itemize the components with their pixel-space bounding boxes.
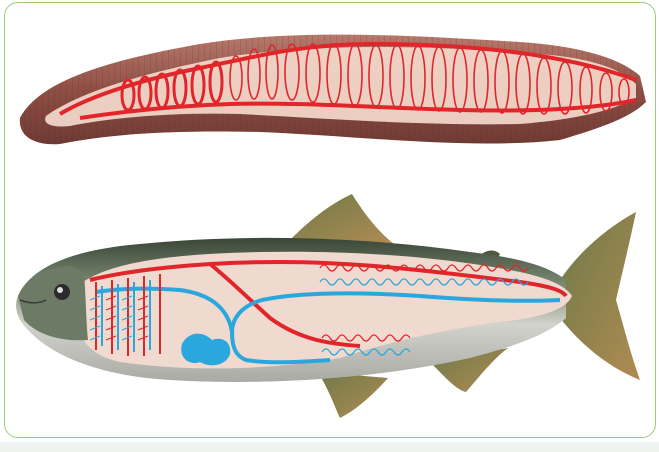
fish — [16, 194, 640, 418]
pelvic-fin — [318, 372, 388, 418]
worm — [20, 35, 646, 145]
dorsal-fin — [290, 194, 394, 244]
